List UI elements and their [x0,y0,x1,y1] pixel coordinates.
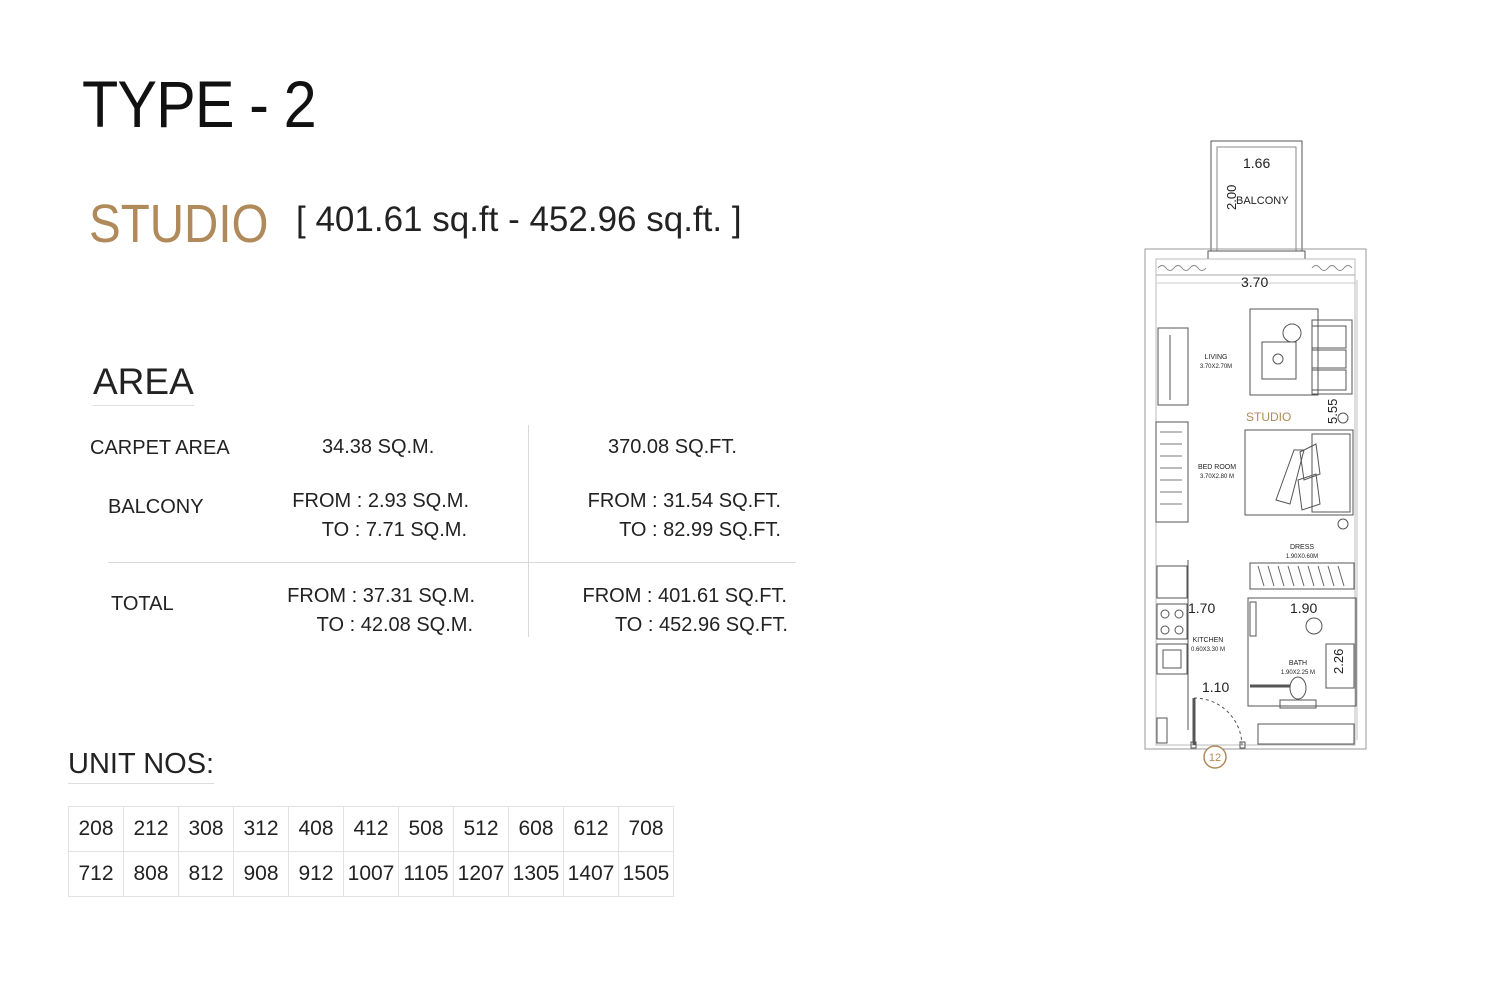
unit-number-cell: 412 [343,806,399,852]
unit-number-cell: 1407 [563,851,619,897]
balcony-label: BALCONY [108,496,204,518]
column-divider [528,425,529,637]
area-heading: AREA [93,361,194,406]
bath-room-outline [1247,597,1357,707]
sink [1156,643,1188,675]
living-room-size: 3.70X2.70M [1200,364,1232,370]
kitchen-width-dim: 1.70 [1188,600,1215,616]
balcony-sqft-from: FROM : 31.54 SQ.FT. [587,490,781,512]
bedroom-label: BED ROOM [1198,464,1236,471]
unit-number-cell: 308 [178,806,234,852]
unit-number-cell: 408 [288,806,344,852]
total-sqft-from: FROM : 401.61 SQ.FT. [582,585,787,607]
total-sqft-to: TO : 452.96 SQ.FT. [614,614,788,636]
entry-width-dim: 1.10 [1202,679,1229,695]
unit-number-cell: 812 [178,851,234,897]
unit-number-cell: 1007 [343,851,399,897]
unit-type-label: STUDIO [89,194,269,254]
bedroom-size: 3.70X2.80 M [1200,474,1234,480]
wardrobe [1155,421,1189,523]
carpet-area-sqm: 34.38 SQ.M. [322,436,435,458]
balcony-sqm-from: FROM : 2.93 SQ.M. [292,490,469,512]
unit-number-cell: 1305 [508,851,564,897]
kitchen-size: 0.60X3.30 M [1191,647,1225,653]
unit-number-cell: 912 [288,851,344,897]
total-sqm-from: FROM : 37.31 SQ.M. [287,585,475,607]
living-rug [1249,308,1319,396]
unit-number-cell: 712 [68,851,124,897]
unit-number-cell: 808 [123,851,179,897]
unit-number-cell: 1105 [398,851,454,897]
dress-area [1249,562,1355,590]
balcony-room-label: BALCONY [1236,195,1289,207]
unit-marker-circle [1203,745,1227,769]
total-label: TOTAL [111,593,174,615]
unit-number-cell: 612 [563,806,619,852]
unit-marker-number: 12 [1209,752,1221,764]
balcony-sqm-to: TO : 7.71 SQ.M. [321,519,467,541]
dress-size: 1.90X0.60M [1286,554,1318,560]
studio-plan-label: STUDIO [1246,410,1291,424]
unit-width-dim: 3.70 [1241,274,1268,290]
vanity [1325,643,1355,689]
unit-number-cell: 608 [508,806,564,852]
bath-depth-dim: 2.26 [1331,649,1346,674]
balcony-depth-dim: 2.00 [1224,185,1239,210]
bed [1244,429,1354,516]
unit-number-cell: 508 [398,806,454,852]
unit-number-cell: 1505 [618,851,674,897]
unit-depth-dim: 5.55 [1325,399,1340,424]
unit-number-cell: 208 [68,806,124,852]
total-sqm-to: TO : 42.08 SQ.M. [316,614,473,636]
carpet-area-label: CARPET AREA [90,437,230,459]
kitchen-label: KITCHEN [1193,637,1224,644]
living-room-label: LIVING [1205,354,1228,361]
dress-label: DRESS [1290,544,1314,551]
page-title: TYPE - 2 [82,67,317,141]
bath-label: BATH [1289,660,1307,667]
unit-number-cell: 312 [233,806,289,852]
toilet [1289,676,1307,700]
fridge [1156,565,1188,599]
bath-size: 1.90X2.25 M [1281,670,1315,676]
bath-width-dim: 1.90 [1290,600,1317,616]
unit-number-cell: 908 [233,851,289,897]
unit-number-cell: 512 [453,806,509,852]
floor-plan: 1.66 2.00 BALCONY 3.70 LIVING 3.70X2.70M… [1144,140,1367,769]
units-heading: UNIT NOS: [68,748,215,784]
balcony-width-dim: 1.66 [1243,155,1270,171]
unit-outline [1144,248,1367,750]
unit-number-cell: 1207 [453,851,509,897]
unit-number-cell: 212 [123,806,179,852]
balcony-sqft-to: TO : 82.99 SQ.FT. [619,519,781,541]
size-range: [ 401.61 sq.ft - 452.96 sq.ft. ] [296,200,742,239]
bath-bench [1257,723,1355,745]
hob [1156,603,1188,640]
unit-number-cell: 708 [618,806,674,852]
tv-unit [1157,327,1189,406]
carpet-area-sqft: 370.08 SQ.FT. [608,436,737,458]
row-divider [108,562,796,563]
